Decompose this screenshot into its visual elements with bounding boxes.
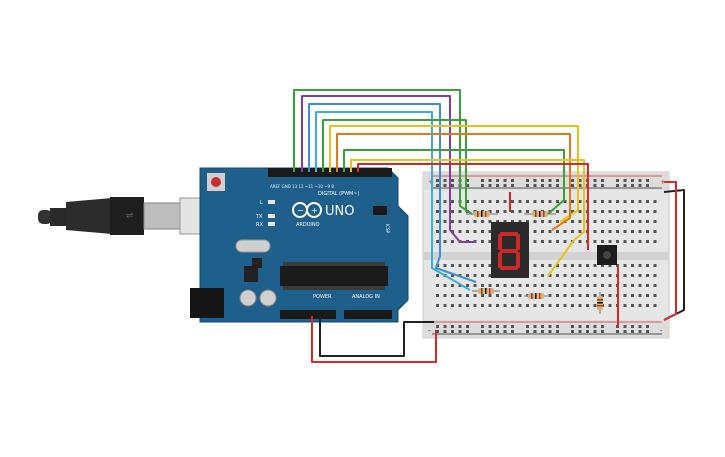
wire-yellow-1 [329, 125, 579, 223]
wire-cyan [315, 111, 471, 291]
wire-green-3 [343, 149, 565, 215]
display-segments [498, 232, 520, 270]
usb-icon: ⇌ [126, 211, 134, 221]
svg-text:+: + [311, 206, 318, 215]
resistor-bottom-right [524, 293, 548, 299]
breadboard: + + - - [422, 171, 670, 339]
model-label: UNO [325, 204, 354, 219]
arduino-logo: − + [292, 202, 322, 218]
icsp-label: ICSP [385, 224, 390, 234]
power-header [280, 310, 336, 319]
rail-plus-top-right: + [660, 178, 666, 186]
power-label: POWER [313, 294, 332, 300]
wire-green-1 [293, 89, 473, 215]
wire-blue [308, 103, 477, 283]
microcontroller [280, 266, 388, 286]
rail-minus-bottom: - [428, 327, 431, 335]
icsp-header [373, 206, 387, 215]
analog-header [344, 310, 392, 319]
resistor-button [597, 292, 603, 314]
led-label-tx: TX [255, 214, 263, 220]
segment-c [516, 252, 520, 268]
segment-f [498, 234, 502, 250]
wires [293, 89, 685, 363]
power-jack [190, 288, 224, 318]
resistor-top-right [524, 211, 556, 217]
rail-minus-bottom-right: - [660, 327, 663, 335]
brand-label: ARDUINO [296, 222, 320, 228]
wire-orange [336, 133, 571, 231]
svg-text:AREF GND 13 12 ~11 ~10 ~9 8: AREF GND 13 12 ~11 ~10 ~9 8 [270, 184, 334, 189]
digital-header [268, 168, 392, 177]
wire-yellow-2 [350, 159, 585, 277]
crystal [235, 239, 271, 253]
resistor-bottom-left [472, 288, 500, 294]
wire-red-rail [663, 181, 677, 321]
svg-text:−: − [297, 206, 304, 215]
led-label-l: L [260, 200, 263, 206]
segment-g [500, 249, 518, 253]
wire-red-pin [357, 163, 589, 250]
usb-cable: ⇌ [38, 197, 219, 235]
led-label-rx: RX [256, 222, 263, 228]
pushbutton [597, 245, 617, 265]
segment-a [500, 232, 518, 236]
wire-red-5v [311, 316, 437, 363]
digital-label: DIGITAL (PWM~) [318, 191, 360, 197]
analog-label: ANALOG IN [352, 294, 380, 300]
wire-black-gnd [319, 316, 434, 357]
arduino-board: AREF GND 13 12 ~11 ~10 ~9 8 DIGITAL (PWM… [190, 167, 409, 323]
segment-d [500, 266, 518, 270]
segment-b [516, 234, 520, 250]
segment-e [498, 252, 502, 268]
wire-green-2 [322, 119, 467, 212]
seven-segment-display [491, 222, 529, 278]
